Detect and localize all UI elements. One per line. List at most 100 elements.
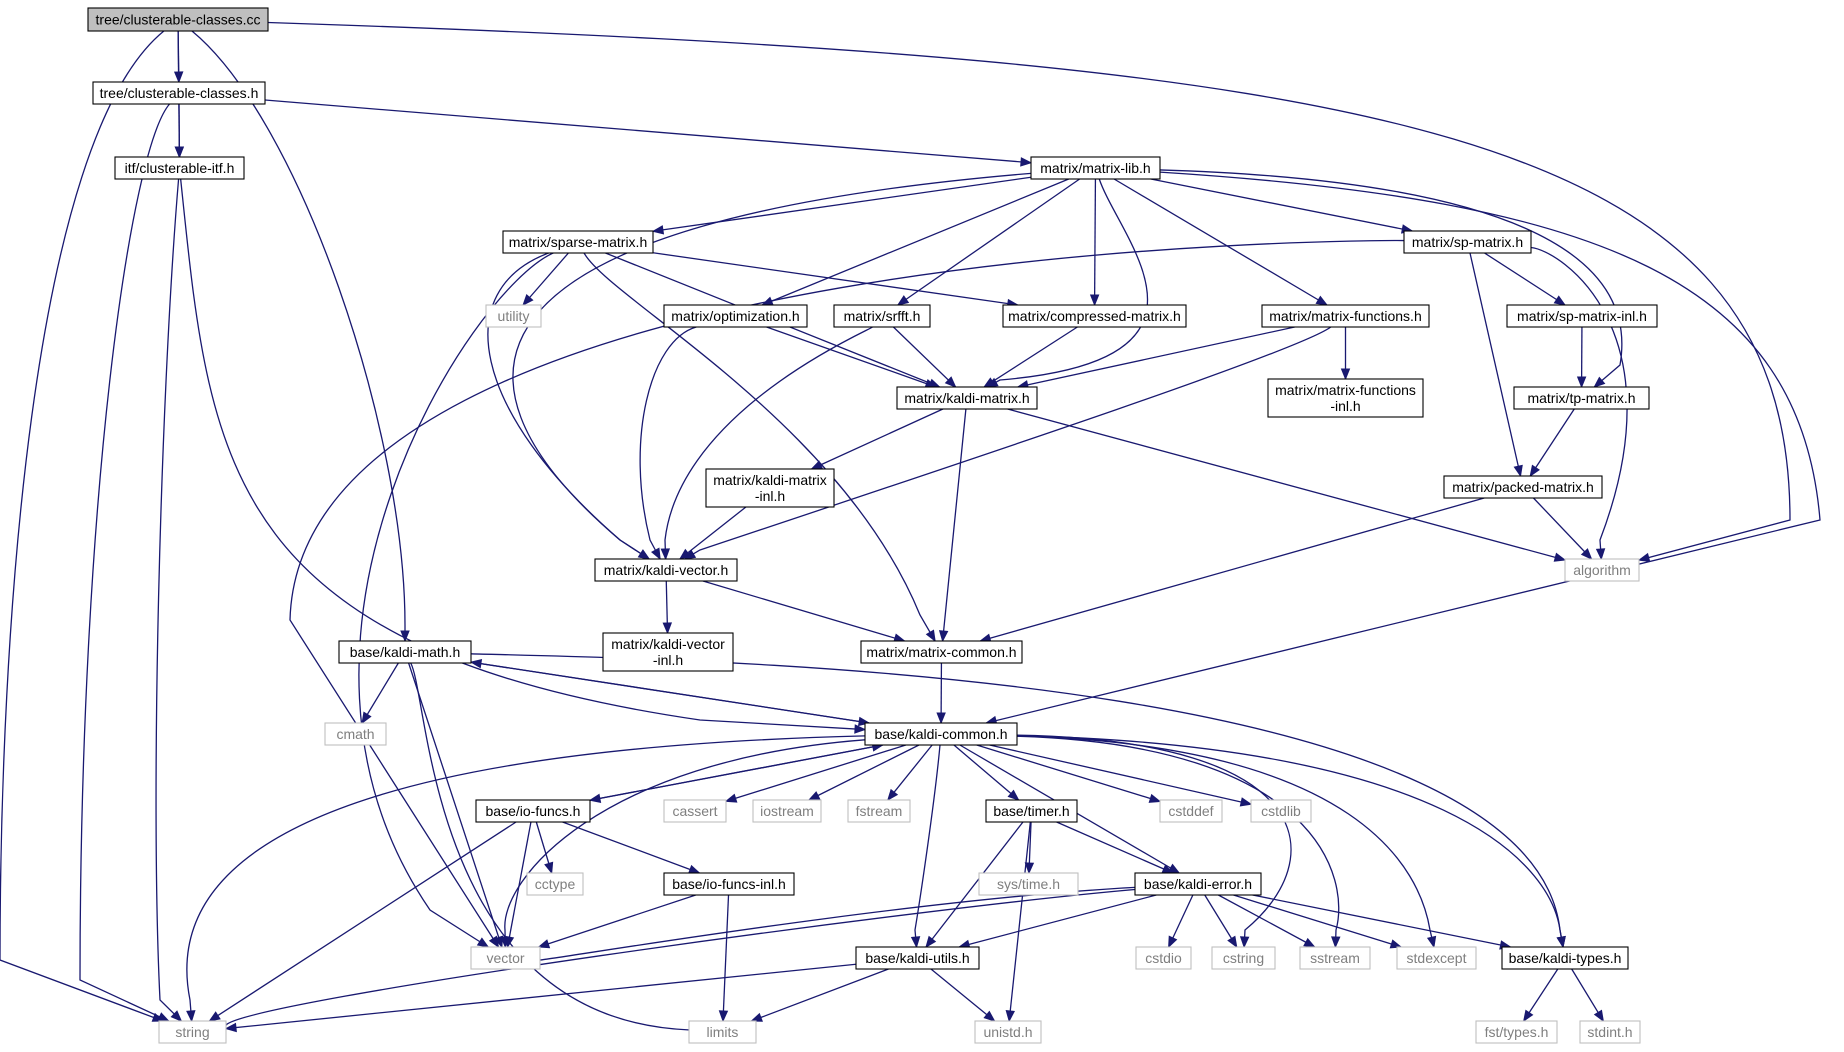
node-iostream: iostream (752, 799, 822, 823)
node-cstddef: cstddef (1159, 799, 1223, 823)
edge-kcommon-to-ktypes (1016, 735, 1566, 949)
edge-kvec-to-kvecinl (662, 580, 673, 635)
node-spinl[interactable]: matrix/sp-matrix-inl.h (1506, 304, 1658, 328)
edge-mfun-to-kmat (1016, 326, 1295, 390)
node-label: matrix/kaldi-vector.h (604, 562, 728, 578)
node-kmatinl[interactable]: matrix/kaldi-matrix-inl.h (705, 468, 835, 508)
edge-kerror-to-kutils (957, 894, 1157, 949)
node-srfft[interactable]: matrix/srfft.h (833, 304, 931, 328)
node-label: matrix/compressed-matrix.h (1008, 308, 1181, 324)
node-box (1396, 946, 1477, 970)
edge-iofuncs-to-kcommon (589, 742, 885, 801)
node-comp[interactable]: matrix/compressed-matrix.h (1002, 304, 1187, 328)
edge-iofuncs-to-cctype (535, 821, 554, 875)
node-label: matrix/packed-matrix.h (1452, 479, 1594, 495)
node-box (470, 946, 541, 970)
node-mlib[interactable]: matrix/matrix-lib.h (1030, 156, 1161, 180)
node-label: base/io-funcs-inl.h (672, 876, 786, 892)
node-tpm[interactable]: matrix/tp-matrix.h (1513, 386, 1650, 410)
node-cstdlib: cstdlib (1250, 799, 1312, 823)
node-box (1513, 386, 1650, 410)
node-cctype: cctype (526, 872, 584, 896)
edge-cc_h-to-itf (174, 103, 185, 159)
node-label: matrix/optimization.h (671, 308, 799, 324)
node-root[interactable]: tree/clusterable-classes.cc (87, 7, 269, 32)
node-box (1403, 230, 1532, 254)
node-label: cstdlib (1261, 803, 1301, 819)
node-kvec[interactable]: matrix/kaldi-vector.h (594, 558, 738, 582)
edge-kerror-to-stdexcept (1233, 894, 1403, 949)
node-box (663, 872, 795, 896)
edge-sparse-to-vector (358, 252, 554, 948)
edge-kmat-to-mcommon (938, 408, 967, 643)
node-sparse[interactable]: matrix/sparse-matrix.h (502, 230, 654, 254)
node-label: matrix/matrix-lib.h (1040, 160, 1150, 176)
edge-mfun-to-mfuninl (1340, 327, 1351, 381)
node-box (324, 722, 387, 746)
node-kerror[interactable]: base/kaldi-error.h (1134, 872, 1262, 896)
node-label: base/io-funcs.h (486, 803, 581, 819)
edge-kcommon-to-kutils (910, 744, 941, 949)
edge-kmat-to-algorithm (1007, 408, 1567, 562)
node-label: algorithm (1573, 562, 1631, 578)
node-kutils[interactable]: base/kaldi-utils.h (855, 946, 980, 970)
edge-kcommon-to-cstddef (976, 744, 1162, 803)
node-label: matrix/tp-matrix.h (1527, 390, 1635, 406)
node-label: base/kaldi-error.h (1144, 876, 1252, 892)
node-mcommon[interactable]: matrix/matrix-common.h (860, 640, 1023, 664)
node-spm[interactable]: matrix/sp-matrix.h (1403, 230, 1532, 254)
node-algorithm: algorithm (1564, 558, 1640, 582)
node-vector: vector (470, 946, 541, 970)
node-iofuncs[interactable]: base/io-funcs.h (475, 799, 591, 823)
node-box (705, 468, 835, 508)
node-box (338, 640, 472, 664)
edge-mlib-to-srfft (896, 178, 1081, 306)
node-string: string (158, 1020, 227, 1044)
node-kmath[interactable]: base/kaldi-math.h (338, 640, 472, 664)
node-timer[interactable]: base/timer.h (985, 799, 1078, 823)
node-label: cassert (672, 803, 717, 819)
node-mfuninl[interactable]: matrix/matrix-functions-inl.h (1267, 378, 1424, 418)
node-box (1299, 946, 1371, 970)
edge-mlib-to-comp (1089, 178, 1100, 307)
node-ktypes[interactable]: base/kaldi-types.h (1501, 946, 1629, 970)
node-stdint: stdint.h (1579, 1020, 1641, 1044)
node-box (602, 632, 734, 672)
node-utility: utility (485, 304, 542, 328)
node-label: base/kaldi-utils.h (865, 950, 969, 966)
node-cc_h[interactable]: tree/clusterable-classes.h (92, 81, 266, 105)
edges-layer (0, 21, 1821, 1036)
node-box (1135, 946, 1192, 970)
node-label: -inl.h (653, 652, 683, 668)
node-iofuncsinl[interactable]: base/io-funcs-inl.h (663, 872, 795, 896)
edge-mfun-to-kvec (683, 326, 1332, 560)
node-kcommon[interactable]: base/kaldi-common.h (864, 722, 1018, 746)
node-packed[interactable]: matrix/packed-matrix.h (1443, 475, 1603, 499)
node-opt[interactable]: matrix/optimization.h (663, 304, 808, 328)
node-box (688, 1020, 757, 1044)
node-mfun[interactable]: matrix/matrix-functions.h (1261, 304, 1430, 328)
node-cmath: cmath (324, 722, 387, 746)
node-box (1475, 1020, 1558, 1044)
node-box (114, 156, 245, 180)
node-box (1030, 156, 1161, 180)
node-box (1002, 304, 1187, 328)
node-box (847, 799, 911, 823)
edge-spm-to-packed (1469, 252, 1523, 478)
edge-mlib-to-kmat (985, 178, 1149, 388)
node-label: matrix/matrix-common.h (866, 644, 1016, 660)
edge-kcommon-to-cstring (1016, 734, 1292, 949)
node-label: matrix/sp-matrix.h (1412, 234, 1523, 250)
node-label: matrix/kaldi-matrix.h (904, 390, 1029, 406)
edge-timer-to-kerror (1056, 821, 1175, 874)
node-box (985, 799, 1078, 823)
node-box (663, 799, 727, 823)
node-kvecinl[interactable]: matrix/kaldi-vector-inl.h (602, 632, 734, 672)
edge-kcommon-to-stdexcept (1016, 735, 1437, 949)
node-stdexcept: stdexcept (1396, 946, 1477, 970)
edge-kcommon-to-kmath (469, 659, 870, 724)
node-itf[interactable]: itf/clusterable-itf.h (114, 156, 245, 180)
edge-kerror-to-string (215, 888, 1136, 1030)
node-kmat[interactable]: matrix/kaldi-matrix.h (896, 386, 1038, 410)
edge-spm-to-vector (289, 239, 1405, 949)
